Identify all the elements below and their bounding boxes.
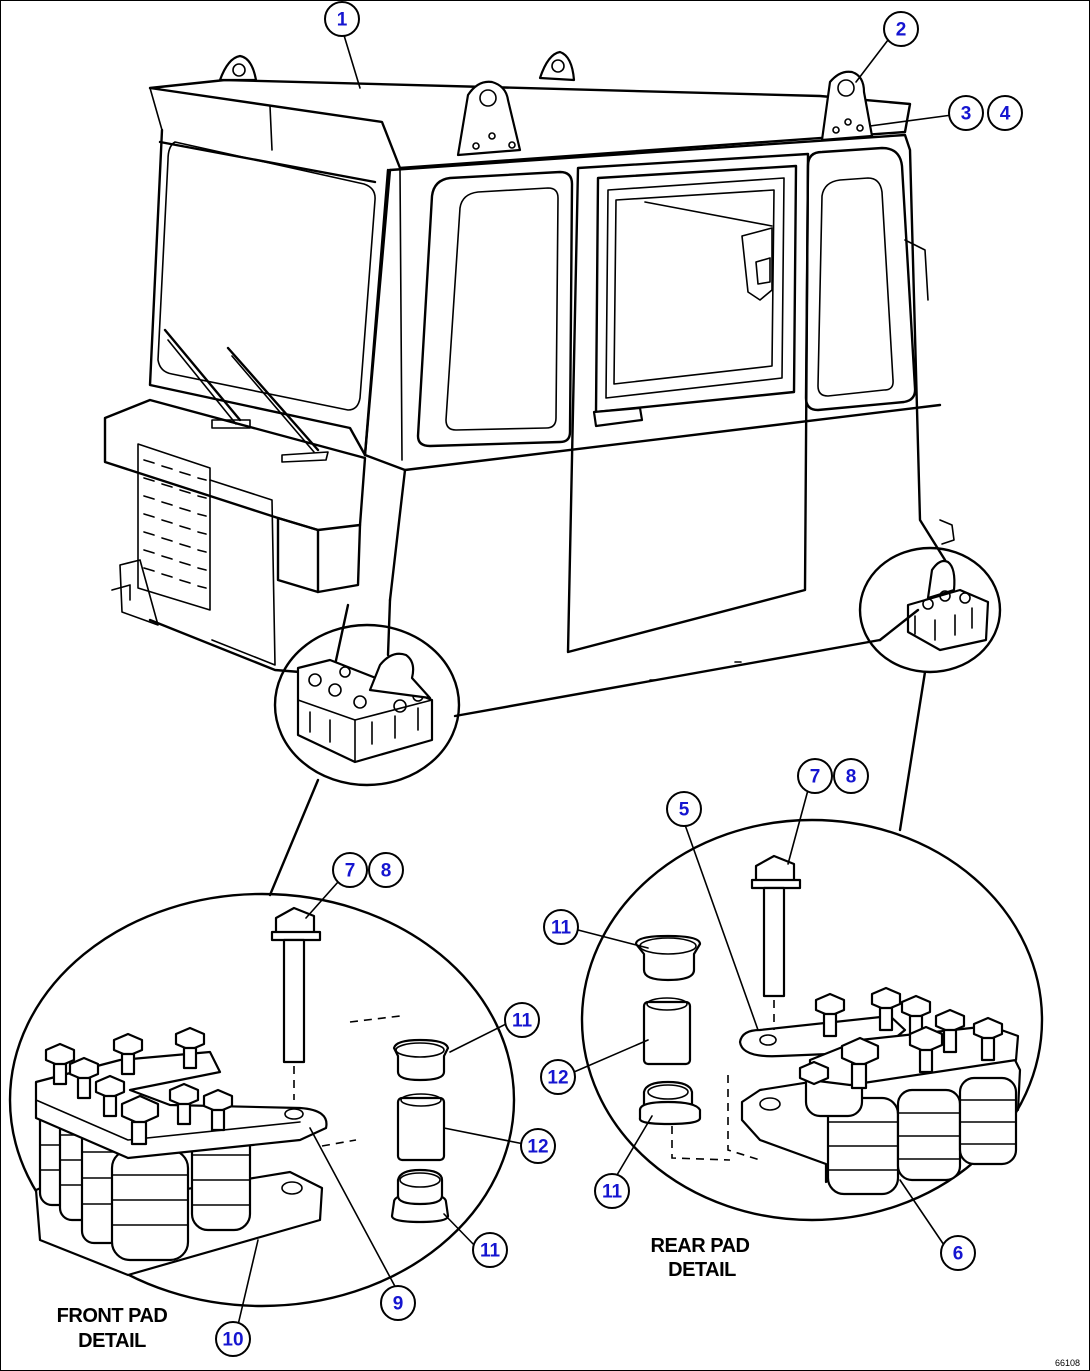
front-pad-detail [8, 892, 516, 1308]
callout-12-rear: 12 [540, 1059, 576, 1095]
rear-pad-label-line2: DETAIL [668, 1259, 736, 1281]
svg-text:7: 7 [345, 861, 356, 882]
rear-pad-detail [580, 818, 1044, 1222]
callout-11-rear-top: 11 [543, 909, 579, 945]
svg-text:11: 11 [551, 918, 572, 939]
drawing-code: 66108 [1055, 1358, 1080, 1368]
rear-pad-on-cab [858, 546, 1002, 674]
svg-text:2: 2 [896, 20, 907, 41]
front-pad-label-line2: DETAIL [78, 1330, 146, 1352]
callout-9: 9 [380, 1285, 416, 1321]
svg-text:12: 12 [547, 1068, 568, 1089]
callout-10: 10 [215, 1321, 251, 1357]
svg-text:8: 8 [846, 767, 857, 788]
svg-text:10: 10 [222, 1330, 243, 1351]
svg-text:11: 11 [480, 1241, 501, 1262]
svg-text:1: 1 [337, 10, 348, 31]
callout-8-front: 8 [368, 852, 404, 888]
callout-1: 1 [324, 1, 360, 37]
callout-6: 6 [940, 1235, 976, 1271]
callout-2: 2 [883, 11, 919, 47]
front-pad-label-line1: FRONT PAD [57, 1305, 168, 1327]
svg-text:3: 3 [961, 104, 972, 125]
svg-text:12: 12 [527, 1137, 548, 1158]
callout-4: 4 [987, 95, 1023, 131]
bolts-rear [798, 986, 1004, 1090]
callout-7-rear: 7 [797, 758, 833, 794]
svg-text:5: 5 [679, 800, 690, 821]
svg-text:4: 4 [1000, 104, 1011, 125]
callout-8-rear: 8 [833, 758, 869, 794]
operator-cab [103, 50, 955, 718]
callout-3: 3 [948, 95, 984, 131]
svg-text:6: 6 [953, 1244, 964, 1265]
svg-text:9: 9 [393, 1294, 404, 1315]
callout-12-front: 12 [520, 1128, 556, 1164]
vent-slots [143, 459, 207, 589]
callout-11-rear-bottom: 11 [594, 1173, 630, 1209]
svg-text:8: 8 [381, 861, 392, 882]
callout-11-front-top: 11 [504, 1002, 540, 1038]
callout-7-front: 7 [332, 852, 368, 888]
svg-text:7: 7 [810, 767, 821, 788]
front-pad-on-cab [273, 623, 461, 787]
svg-text:11: 11 [602, 1182, 623, 1203]
svg-text:11: 11 [512, 1011, 533, 1032]
callout-5: 5 [666, 791, 702, 827]
bolts-front [44, 1026, 234, 1146]
rear-pad-label-line1: REAR PAD [651, 1235, 750, 1257]
leader-lines [237, 31, 953, 1326]
callout-11-front-bottom: 11 [472, 1232, 508, 1268]
